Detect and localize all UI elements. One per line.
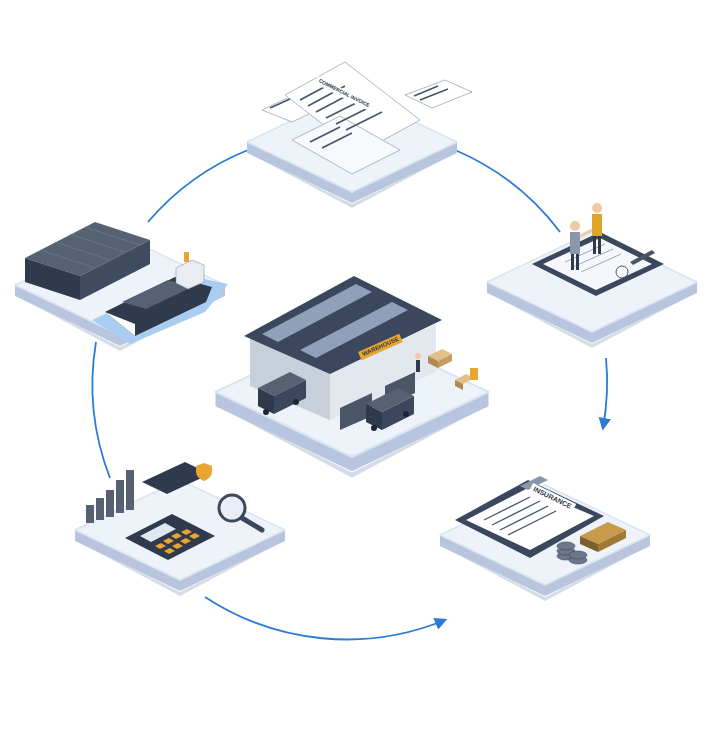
- insurance-icon: [455, 476, 626, 564]
- documents-icon: [262, 62, 472, 174]
- warehouse-icon: [244, 276, 478, 431]
- finance-icon: [86, 462, 262, 560]
- ship-icon: [25, 222, 228, 344]
- contract-icon: [532, 203, 664, 296]
